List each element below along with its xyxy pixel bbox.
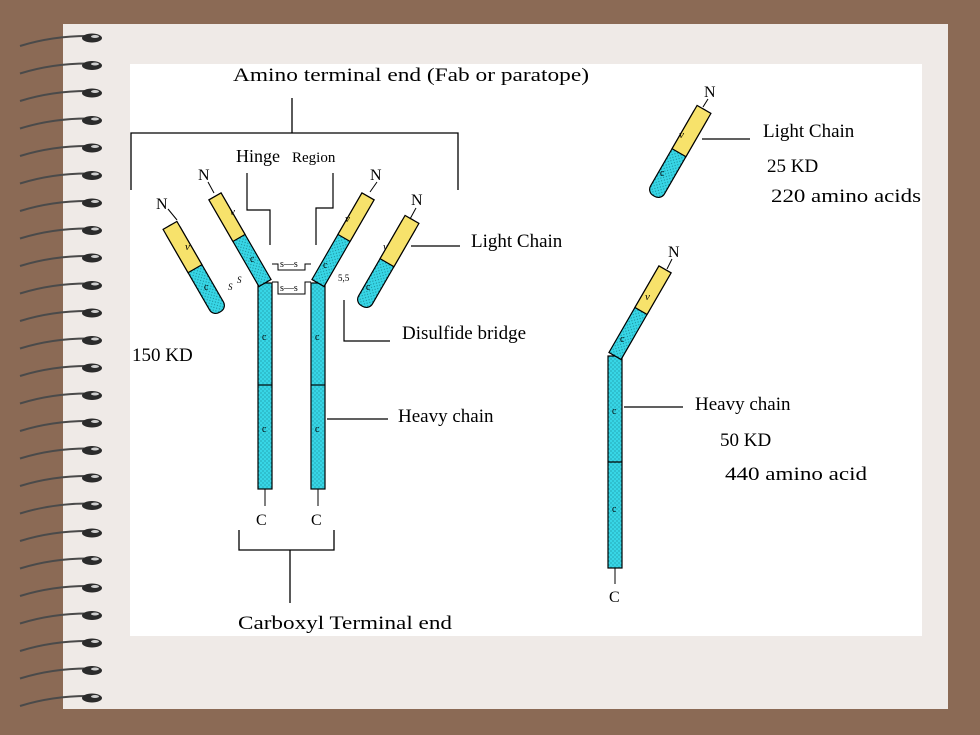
heavy-arm-right — [311, 192, 375, 288]
light-heavy-s-bond: S — [237, 275, 242, 285]
heavy-aa-label: 440 amino acid — [725, 464, 868, 485]
heavy-arm-left — [208, 192, 272, 288]
domain-v: v — [230, 206, 235, 218]
light-chain-left — [162, 220, 225, 315]
n-terminus-label: N — [704, 84, 716, 101]
n-terminus-label: N — [198, 167, 210, 184]
spiral-ring-icon — [19, 446, 102, 460]
light-chain-single-label: Light Chain — [763, 121, 855, 142]
spiral-ring-icon — [19, 171, 102, 185]
c-terminus-label: C — [256, 512, 267, 529]
n-terminus-label: N — [411, 192, 423, 209]
spiral-ring-icon — [19, 418, 102, 432]
disulfide-label: Disulfide bridge — [402, 323, 526, 344]
domain-c: c — [620, 334, 625, 345]
heavy-chain-label: Heavy chain — [398, 406, 494, 427]
n-terminus-label: N — [370, 167, 382, 184]
spiral-ring-icon — [19, 473, 102, 487]
heavy-chain-single-label: Heavy chain — [695, 394, 791, 415]
n-terminus-tick — [369, 181, 378, 193]
spiral-ring-icon — [19, 638, 102, 652]
spiral-ring-icon — [19, 281, 102, 295]
hinge-label: Hinge — [236, 146, 280, 166]
label-pointers — [327, 245, 460, 420]
light-mass-label: 25 KD — [767, 156, 818, 177]
n-terminus-tick — [167, 208, 178, 221]
domain-c: c — [660, 168, 665, 179]
domain-v: v — [345, 213, 350, 225]
n-terminus-tick — [207, 181, 215, 194]
light-chain-label: Light Chain — [471, 231, 563, 252]
spiral-ring-icon — [19, 143, 102, 157]
spiral-ring-icon — [19, 336, 102, 350]
n-terminus-tick — [409, 207, 417, 220]
single-heavy-chain — [607, 355, 623, 569]
spiral-ring-icon — [19, 556, 102, 570]
domain-c: c — [315, 424, 320, 435]
hinge-ss-bottom: s—s — [280, 283, 298, 294]
carboxyl-terminal-label: Carboxyl Terminal end — [238, 613, 453, 634]
spiral-ring-icon — [19, 116, 102, 130]
spiral-ring-icon — [19, 226, 102, 240]
domain-c: c — [315, 332, 320, 343]
domain-v: v — [185, 241, 190, 253]
domain-c: c — [366, 282, 371, 293]
hinge-pointers — [246, 173, 334, 245]
c-terminus-label: C — [311, 512, 322, 529]
domain-c: c — [204, 282, 209, 293]
n-terminus-label: N — [156, 196, 168, 213]
domain-c: c — [612, 406, 617, 417]
spiral-ring-icon — [19, 363, 102, 377]
spiral-ring-icon — [19, 88, 102, 102]
spiral-ring-icon — [19, 528, 102, 542]
spiral-ring-icon — [19, 198, 102, 212]
mass-label: 150 KD — [132, 345, 193, 366]
single-heavy-arm — [608, 265, 672, 361]
spiral-ring-icon — [19, 693, 102, 707]
spiral-ring-icon — [19, 308, 102, 322]
heavy-chain-stems — [257, 282, 326, 490]
spiral-ring-icon — [19, 583, 102, 597]
spiral-ring-icon — [19, 611, 102, 625]
domain-v: v — [645, 291, 650, 303]
n-terminus-tick — [666, 258, 673, 270]
spiral-ring-icon — [19, 391, 102, 405]
light-heavy-s-bond: S — [228, 282, 233, 292]
spiral-ring-icon — [19, 501, 102, 515]
amino-terminal-label: Amino terminal end (Fab or paratope) — [233, 65, 589, 86]
spiral-ring-icon — [19, 666, 102, 680]
spiral-ring-icon — [19, 253, 102, 267]
spiral-ring-icon — [19, 33, 102, 47]
carboxyl-bracket — [238, 530, 335, 603]
heavy-mass-label: 50 KD — [720, 430, 771, 451]
domain-c: c — [262, 424, 267, 435]
hinge-ss-top: s—s — [280, 259, 298, 270]
domain-c: c — [323, 260, 328, 271]
spiral-ring-icon — [19, 61, 102, 75]
light-chain-right — [357, 214, 420, 309]
domain-v: v — [679, 129, 684, 141]
light-aa-label: 220 amino acids — [771, 186, 921, 207]
fab-bracket — [130, 98, 459, 190]
n-terminus-tick — [702, 98, 709, 108]
region-label: Region — [292, 150, 336, 166]
domain-c: c — [250, 254, 255, 265]
domain-v: v — [383, 241, 388, 253]
single-light-chain — [649, 104, 712, 199]
spiral-binding — [19, 33, 102, 707]
domain-c: c — [262, 332, 267, 343]
c-terminus-label: C — [609, 589, 620, 606]
hinge-disulfide — [272, 263, 311, 295]
n-terminus-label: N — [668, 244, 680, 261]
light-heavy-ss-right: 5,5 — [338, 273, 350, 283]
domain-c: c — [612, 504, 617, 515]
